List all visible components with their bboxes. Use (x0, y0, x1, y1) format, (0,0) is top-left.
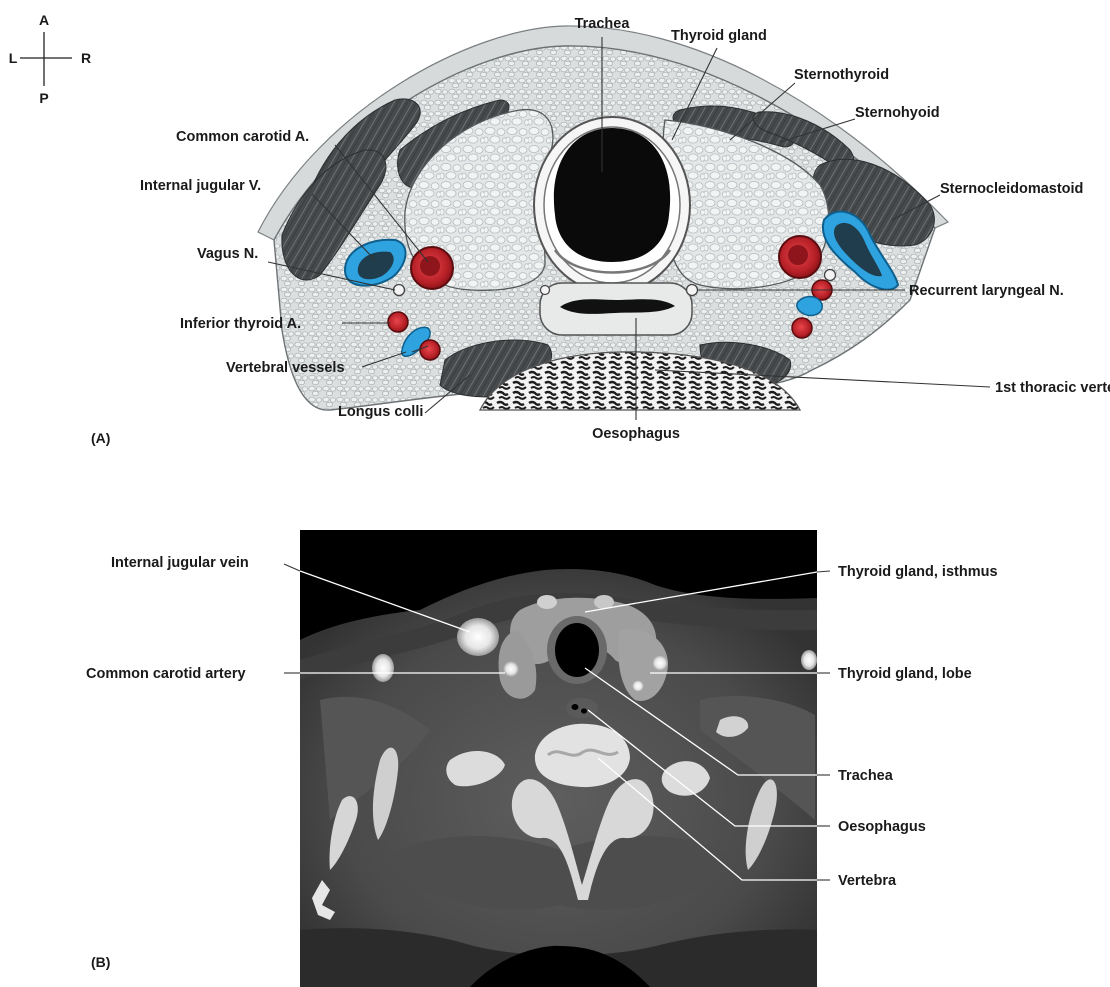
label-thyroid-isthmus: Thyroid gland, isthmus (838, 564, 998, 580)
label-sternocleidomastoid: Sternocleidomastoid (940, 181, 1083, 197)
compass-posterior: P (39, 90, 48, 106)
label-internal-jugular-vein: Internal jugular vein (111, 555, 249, 571)
label-oesophagus-ct: Oesophagus (838, 819, 926, 835)
ct-oesophagus-air-2 (581, 708, 587, 713)
compass-right: R (81, 50, 91, 66)
label-trachea: Trachea (575, 16, 631, 32)
label-sternothyroid: Sternothyroid (794, 67, 889, 83)
label-inferior-thyroid: Inferior thyroid A. (180, 316, 301, 332)
orientation-compass: A P L R (9, 12, 91, 106)
label-common-carotid: Common carotid A. (176, 129, 309, 145)
vertebral-artery-left (420, 340, 440, 360)
label-sternohyoid: Sternohyoid (855, 105, 940, 121)
label-recurrent-laryngeal: Recurrent laryngeal N. (909, 283, 1064, 299)
ct-carotid-right (652, 655, 668, 671)
ct-internal-jugular-vein-left (457, 618, 499, 656)
label-vertebra-ct: Vertebra (838, 873, 897, 889)
common-carotid-artery-left-lumen (420, 256, 440, 276)
vagus-nerve-left (394, 285, 405, 296)
ct-subclavian-left (372, 654, 394, 682)
ct-anterior-jugular-left (537, 595, 557, 609)
vertebral-artery-right (792, 318, 812, 338)
compass-anterior: A (39, 12, 49, 28)
label-vertebral-vessels: Vertebral vessels (226, 360, 345, 376)
label-trachea-ct: Trachea (838, 768, 894, 784)
panel-a-illustration (258, 26, 948, 410)
label-first-thoracic-vertebra: 1st thoracic vertebra (995, 380, 1110, 396)
common-carotid-artery-right-lumen (788, 245, 808, 265)
ct-trachea-lumen (555, 623, 599, 677)
inferior-thyroid-artery (388, 312, 408, 332)
label-common-carotid-artery: Common carotid artery (86, 666, 246, 682)
label-thyroid-lobe: Thyroid gland, lobe (838, 666, 972, 682)
label-longus-colli: Longus colli (338, 404, 423, 420)
recurrent-laryngeal-nerve-right (687, 285, 698, 296)
panel-b-tag: (B) (91, 954, 110, 970)
compass-left: L (9, 50, 18, 66)
trachea-lumen (554, 128, 670, 262)
ct-oesophagus (566, 698, 598, 718)
label-oesophagus: Oesophagus (592, 426, 680, 442)
ct-oesophagus-air-1 (572, 704, 579, 710)
panel-a-tag: (A) (91, 430, 110, 446)
label-internal-jugular: Internal jugular V. (140, 178, 261, 194)
label-vagus: Vagus N. (197, 246, 258, 262)
ct-jugular-right (632, 680, 644, 692)
nerve-small-left (541, 286, 550, 295)
vagus-nerve-right (825, 270, 836, 281)
vertebral-vein-right (797, 297, 822, 316)
label-thyroid-gland: Thyroid gland (671, 28, 767, 44)
ct-common-carotid-left (503, 661, 519, 677)
ct-vessel-right-edge (801, 650, 817, 670)
